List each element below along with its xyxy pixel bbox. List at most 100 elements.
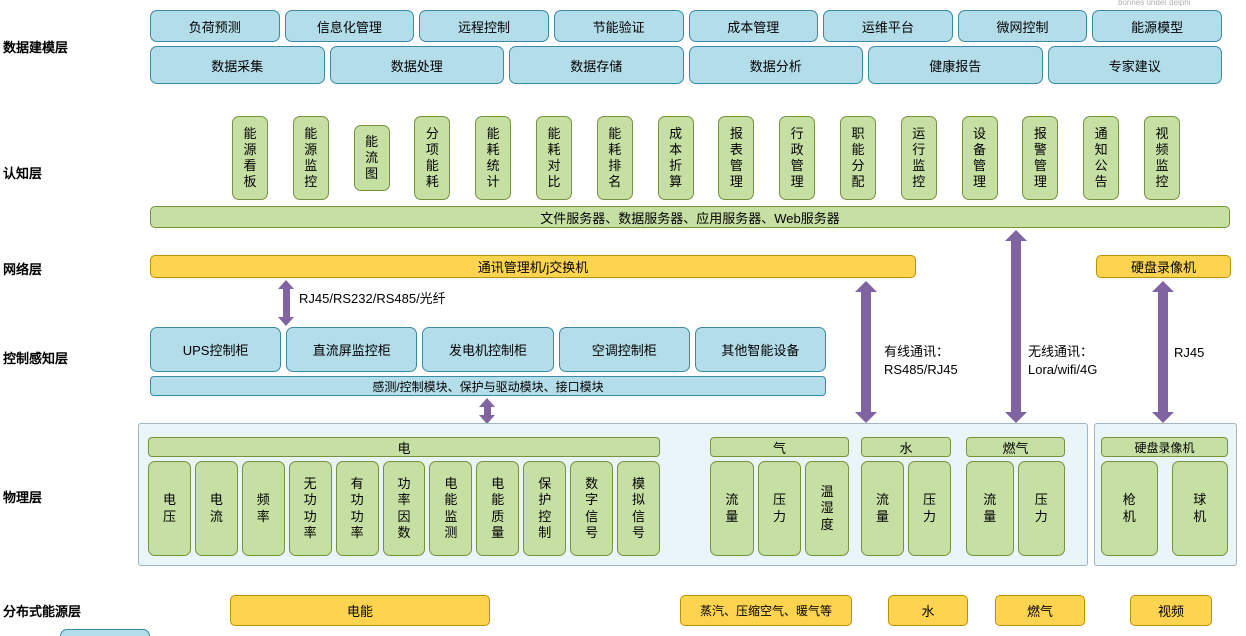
- cognition-box-6-label: 能耗排名: [608, 125, 622, 190]
- group-title-dvr: 硬盘录像机: [1101, 437, 1228, 457]
- sensor-box-3-1: 压力: [1017, 461, 1065, 556]
- cognition-box-12-label: 设备管理: [973, 125, 987, 190]
- group-title-water: 水: [861, 437, 951, 457]
- double-arrow-comm-to-cabinets: [278, 280, 294, 326]
- annotation-wired-line2: RS485/RJ45: [884, 361, 958, 377]
- cabinet-box-2: 发电机控制柜: [422, 327, 554, 372]
- sensor-box-0-8-label: 保护控制: [538, 476, 552, 540]
- cabinet-box-0-label: UPS控制柜: [182, 343, 249, 358]
- cognition-box-2-label: 能流图: [365, 133, 379, 182]
- cognition-box-14-label: 通知公告: [1094, 125, 1108, 190]
- modeling-box-1-label: 信息化管理: [316, 19, 382, 35]
- physical-group-fuelgas: 燃气 流量压力: [966, 437, 1065, 556]
- modeling-box-5: 运维平台: [823, 10, 953, 42]
- cognition-box-3: 分项能耗: [414, 116, 451, 200]
- modeling-box-4: 成本管理: [688, 10, 819, 42]
- cognition-row: 能源看板能源监控能流图分项能耗能耗统计能耗对比能耗排名成本折算报表管理行政管理职…: [232, 116, 1180, 200]
- sensor-box-0-5-label: 功率因数: [397, 476, 411, 540]
- sensor-box-1-2: 温湿度: [805, 461, 850, 556]
- water-items: 流量压力: [861, 461, 951, 556]
- modeling-box-4-label: 成本管理: [727, 19, 780, 35]
- data-box-2: 数据存储: [509, 46, 684, 84]
- cabinet-box-1: 直流屏监控柜: [286, 327, 418, 372]
- group-title-fuelgas: 燃气: [966, 437, 1065, 457]
- physical-group-water: 水 流量压力: [861, 437, 951, 556]
- dvr-box: 硬盘录像机: [1096, 255, 1231, 278]
- data-box-4: 健康报告: [868, 46, 1043, 84]
- sensor-box-3-1-label: 压力: [1034, 492, 1048, 524]
- group-title-water-label: 水: [899, 440, 913, 456]
- sensor-box-1-1: 压力: [757, 461, 802, 556]
- fuelgas-items: 流量压力: [966, 461, 1065, 556]
- sensor-box-0-9-label: 数字信号: [585, 476, 599, 540]
- energy-box-steam: 蒸汽、压缩空气、暖气等: [680, 595, 852, 626]
- sensor-box-0-1: 电流: [194, 461, 238, 556]
- electric-items: 电压电流频率无功功率有功功率功率因数电能监测电能质量保护控制数字信号模拟信号: [148, 461, 660, 556]
- sensor-box-0-3: 无功功率: [288, 461, 332, 556]
- cognition-box-0: 能源看板: [232, 116, 268, 200]
- data-box-0-label: 数据采集: [211, 58, 264, 74]
- sensor-box-0-10-label: 模拟信号: [632, 476, 646, 540]
- sensor-box-0-4-label: 有功功率: [350, 476, 364, 540]
- modeling-box-7: 能源模型: [1092, 10, 1222, 42]
- layer-label-cognition: 认知层: [3, 166, 43, 181]
- cognition-box-13: 报警管理: [1022, 116, 1059, 200]
- modeling-box-6: 微网控制: [957, 10, 1088, 42]
- modeling-box-1: 信息化管理: [284, 10, 415, 42]
- cabinet-box-3: 空调控制柜: [558, 327, 690, 372]
- layer-label-modeling: 数据建模层: [3, 40, 69, 55]
- sensor-box-2-1-label: 压力: [922, 492, 936, 524]
- cognition-box-5: 能耗对比: [535, 116, 572, 200]
- sensor-box-0-5: 功率因数: [382, 461, 426, 556]
- sensor-box-0-4: 有功功率: [335, 461, 379, 556]
- annotation-wireless: 无线通讯： Lora/wifi/4G: [1028, 343, 1097, 378]
- cognition-box-9-label: 行政管理: [790, 125, 804, 190]
- data-box-5-label: 专家建议: [1108, 58, 1161, 74]
- cognition-box-11: 运行监控: [900, 116, 937, 200]
- sensor-box-1-0-label: 流量: [725, 492, 739, 524]
- group-title-gas: 气: [710, 437, 849, 457]
- cognition-box-14: 通知公告: [1083, 116, 1120, 200]
- annotation-wired-line1: 有线通讯：: [884, 344, 950, 359]
- cabinet-row: UPS控制柜 直流屏监控柜发电机控制柜空调控制柜 其他智能设备: [150, 327, 827, 372]
- group-title-dvr-label: 硬盘录像机: [1134, 440, 1195, 455]
- cognition-box-5-label: 能耗对比: [547, 125, 561, 190]
- data-box-5: 专家建议: [1047, 46, 1222, 84]
- cognition-box-12: 设备管理: [961, 116, 998, 200]
- energy-box-video: 视频: [1130, 595, 1212, 626]
- sensor-box-0-7: 电能质量: [476, 461, 520, 556]
- physical-group-electric: 电 电压电流频率无功功率有功功率功率因数电能监测电能质量保护控制数字信号模拟信号: [148, 437, 660, 556]
- annotation-rj45-top: RJ45/RS232/RS485/光纤: [299, 291, 446, 306]
- modeling-box-2-label: 远程控制: [458, 19, 511, 35]
- cabinet-box-4-label: 其他智能设备: [721, 343, 800, 358]
- sensor-box-0-10: 模拟信号: [617, 461, 660, 556]
- sensor-box-1-0: 流量: [710, 461, 754, 556]
- cognition-box-8: 报表管理: [718, 116, 755, 200]
- camera-box-1-label: 球机: [1193, 492, 1207, 524]
- modeling-box-3: 节能验证: [553, 10, 684, 42]
- double-arrow-dvr: [1152, 281, 1174, 423]
- data-box-1: 数据处理: [329, 46, 504, 84]
- modeling-box-3-label: 节能验证: [592, 19, 645, 35]
- sensor-box-0-6: 电能监测: [429, 461, 473, 556]
- cognition-box-9: 行政管理: [779, 116, 816, 200]
- dvr-label: 硬盘录像机: [1130, 260, 1196, 275]
- sensor-box-0-7-label: 电能质量: [491, 476, 505, 540]
- cabinet-box-0: UPS控制柜: [150, 327, 282, 372]
- module-bar-label: 感测/控制模块、保护与驱动模块、接口模块: [372, 379, 604, 394]
- cognition-box-8-label: 报表管理: [729, 125, 743, 190]
- server-bar-label: 文件服务器、数据服务器、应用服务器、Web服务器: [540, 210, 840, 226]
- cognition-box-15-label: 视频监控: [1155, 125, 1169, 190]
- cognition-box-7: 成本折算: [657, 116, 694, 200]
- energy-box-fuelgas-label: 燃气: [1026, 604, 1053, 619]
- cognition-box-1-label: 能源监控: [304, 125, 318, 190]
- cognition-box-7-label: 成本折算: [669, 125, 683, 190]
- group-title-electric-label: 电: [397, 440, 411, 456]
- energy-box-electric: 电能: [230, 595, 490, 626]
- data-box-3: 数据分析: [688, 46, 863, 84]
- sensor-box-1-1-label: 压力: [772, 492, 786, 524]
- cognition-box-10: 职能分配: [839, 116, 876, 200]
- double-arrow-modules-to-physical: [479, 398, 495, 424]
- group-title-fuelgas-label: 燃气: [1002, 440, 1029, 456]
- partial-cutoff-box: [60, 629, 150, 636]
